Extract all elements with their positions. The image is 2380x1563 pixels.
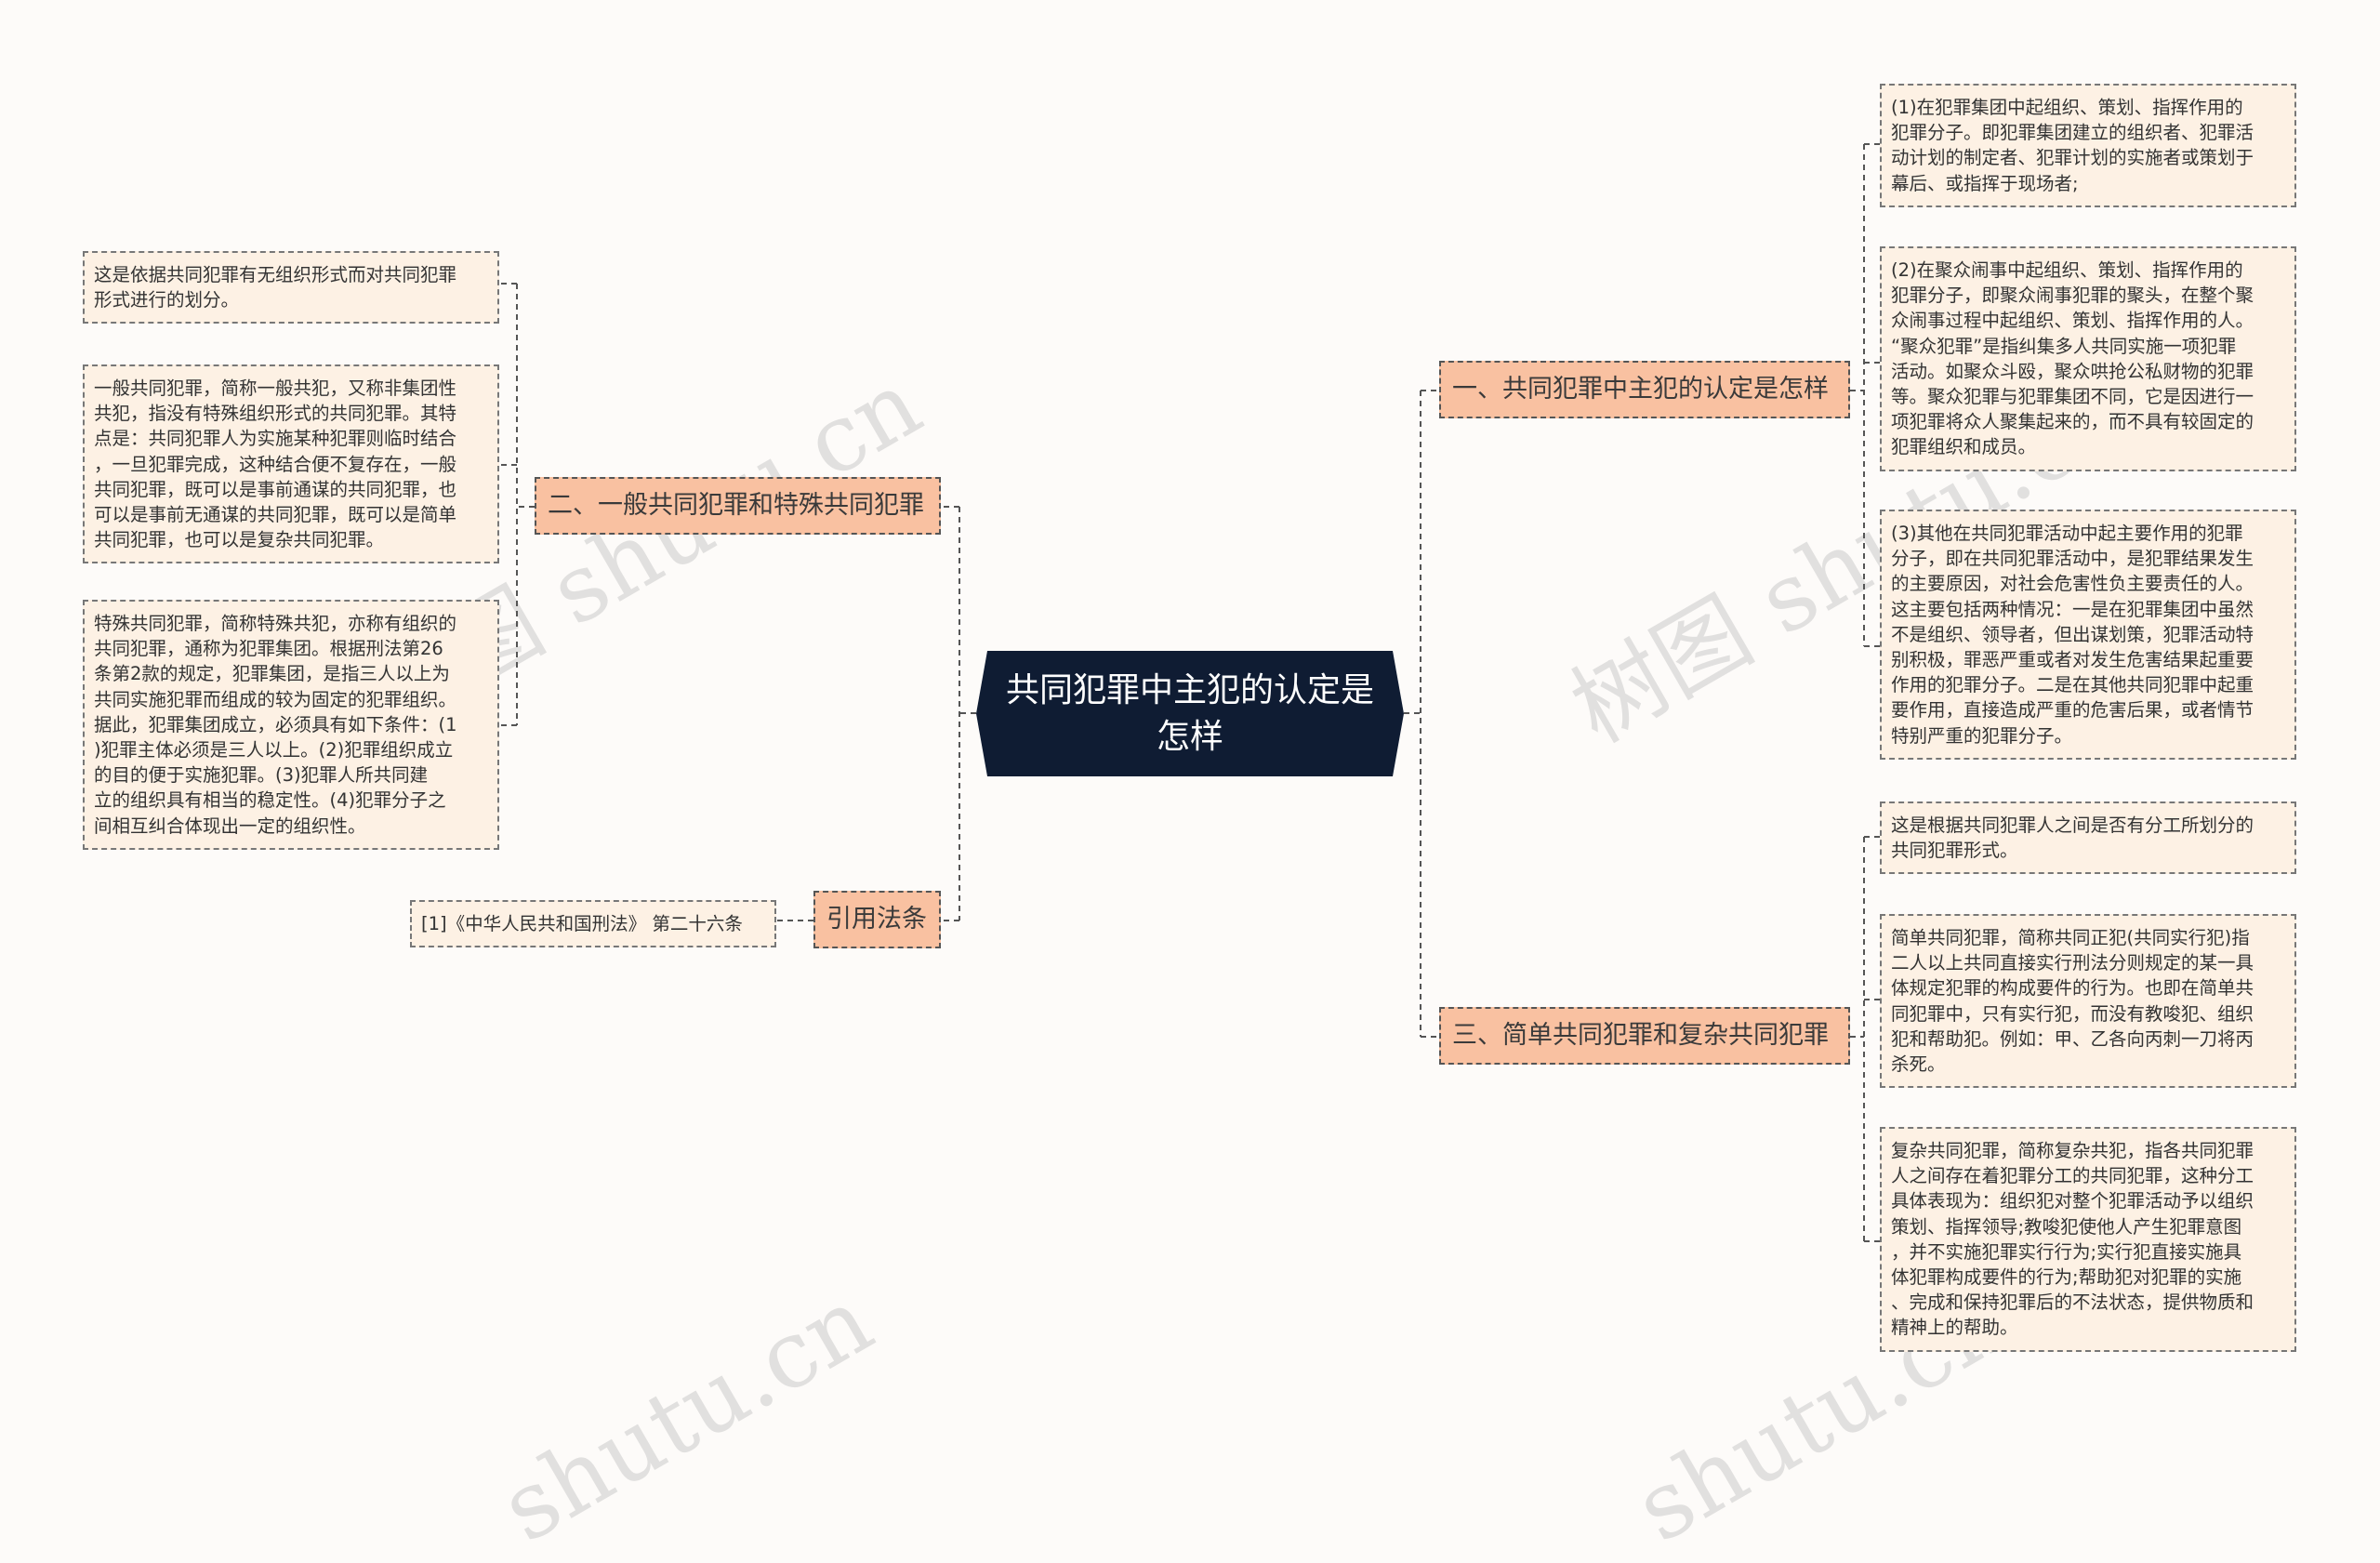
leaf-text-line: 活动。如聚众斗殴，聚众哄抢公私财物的犯罪 (1891, 360, 2254, 382)
leaf-text-line: 、完成和保持犯罪后的不法状态，提供物质和 (1891, 1291, 2254, 1314)
leaf-text-line: 犯罪分子。即犯罪集团建立的组织者、犯罪活 (1891, 122, 2254, 144)
leaf-text-line: 共同犯罪，通称为犯罪集团。根据刑法第26 (94, 638, 443, 660)
leaf-text-line: 动计划的制定者、犯罪计划的实施者或策划于 (1891, 147, 2254, 169)
leaf-text-line: 共同犯罪形式。 (1891, 840, 2018, 862)
leaf-text-line: 特殊共同犯罪，简称特殊共犯，亦称有组织的 (94, 613, 457, 634)
leaf-text-line: 体规定犯罪的构成要件的行为。也即在简单共 (1891, 977, 2254, 1000)
leaf-text-line: 一般共同犯罪，简称一般共犯，又称非集团性 (94, 378, 457, 399)
leaf-text-line: 简单共同犯罪，简称共同正犯(共同实行犯)指 (1891, 927, 2250, 948)
leaf-text-line: 形式进行的划分。 (94, 289, 240, 311)
leaf-b2-1[interactable]: 这是依据共同犯罪有无组织形式而对共同犯罪形式进行的划分。 (83, 251, 499, 325)
leaf-text-line: 的目的便于实施犯罪。(3)犯罪人所共同建 (94, 764, 429, 787)
leaf-text-line: (1)在犯罪集团中起组织、策划、指挥作用的 (1891, 97, 2243, 118)
root-title: 共同犯罪中主犯的认定是怎样 (1005, 670, 1374, 756)
branch-1[interactable]: 一、共同犯罪中主犯的认定是怎样 (1439, 361, 1850, 418)
leaf-text-line: 幕后、或指挥于现场者; (1891, 172, 2079, 194)
leaf-text-line: 间相互纠合体现出一定的组织性。 (94, 815, 366, 837)
leaf-b4-1[interactable]: [1]《中华人民共和国刑法》 第二十六条 (410, 900, 776, 948)
branch-2[interactable]: 二、一般共同犯罪和特殊共同犯罪 (535, 477, 941, 535)
leaf-text-line: 复杂共同犯罪，简称复杂共犯，指各共同犯罪 (1891, 1140, 2254, 1161)
leaf-text-line: 二人以上共同直接实行刑法分则规定的某一具 (1891, 952, 2254, 974)
leaf-text-line: ，并不实施犯罪实行行为;实行犯直接实施具 (1891, 1240, 2242, 1263)
leaf-text-line: 犯罪分子，即聚众闹事犯罪的聚头，在整个聚 (1891, 285, 2254, 307)
leaf-text-line: 据此，犯罪集团成立，必须具有如下条件：(1 (94, 713, 457, 735)
leaf-text-line: 犯罪组织和成员。 (1891, 436, 2037, 458)
leaf-b1-2[interactable]: (2)在聚众闹事中起组织、策划、指挥作用的犯罪分子，即聚众闹事犯罪的聚头，在整个… (1880, 246, 2296, 471)
root-topic[interactable]: 共同犯罪中主犯的认定是怎样 (976, 651, 1404, 776)
leaf-text-line: 同犯罪中，只有实行犯，而没有教唆犯、组织 (1891, 1002, 2254, 1025)
branch-4[interactable]: 引用法条 (813, 891, 941, 948)
leaf-text-line: 精神上的帮助。 (1891, 1317, 2018, 1339)
branch-label: 三、简单共同犯罪和复杂共同犯罪 (1452, 1021, 1829, 1050)
leaf-b2-3[interactable]: 特殊共同犯罪，简称特殊共犯，亦称有组织的共同犯罪，通称为犯罪集团。根据刑法第26… (83, 600, 499, 850)
leaf-text-line: 共犯，指没有特殊组织形式的共同犯罪。其特 (94, 403, 457, 425)
leaf-text-line: 分子，即在共同犯罪活动中，是犯罪结果发生 (1891, 548, 2254, 570)
leaf-text-line: 犯和帮助犯。例如：甲、乙各向丙刺一刀将丙 (1891, 1027, 2254, 1050)
leaf-text-line: 不是组织、领导者，但出谋划策，犯罪活动特 (1891, 623, 2254, 645)
leaf-text-line: 共同犯罪，既可以是事前通谋的共同犯罪，也 (94, 478, 457, 500)
leaf-text-line: (3)其他在共同犯罪活动中起主要作用的犯罪 (1891, 523, 2243, 544)
leaf-text-line: 这是根据共同犯罪人之间是否有分工所划分的 (1891, 815, 2254, 836)
leaf-text-line: 立的组织具有相当的稳定性。(4)犯罪分子之 (94, 789, 446, 812)
leaf-text-line: ，一旦犯罪完成，这种结合便不复存在，一般 (94, 453, 457, 475)
leaf-text-line: 这主要包括两种情况：一是在犯罪集团中虽然 (1891, 598, 2254, 620)
leaf-b1-1[interactable]: (1)在犯罪集团中起组织、策划、指挥作用的犯罪分子。即犯罪集团建立的组织者、犯罪… (1880, 84, 2296, 207)
leaf-text-line: 可以是事前无通谋的共同犯罪，既可以是简单 (94, 504, 457, 526)
leaf-text-line: 条第2款的规定，犯罪集团，是指三人以上为 (94, 663, 450, 685)
leaf-b2-2[interactable]: 一般共同犯罪，简称一般共犯，又称非集团性共犯，指没有特殊组织形式的共同犯罪。其特… (83, 364, 499, 564)
leaf-text-line: 别积极，罪恶严重或者对发生危害结果起重要 (1891, 649, 2254, 671)
connector-lines (499, 143, 1880, 1242)
leaf-text-line: 杀死。 (1891, 1053, 1946, 1076)
leaf-text-line: 具体表现为：组织犯对整个犯罪活动予以组织 (1891, 1190, 2254, 1212)
leaf-b3-3[interactable]: 复杂共同犯罪，简称复杂共犯，指各共同犯罪人之间存在着犯罪分工的共同犯罪，这种分工… (1880, 1127, 2296, 1352)
leaf-text-line: 共同实施犯罪而组成的较为固定的犯罪组织。 (94, 688, 457, 710)
leaf-b1-3[interactable]: (3)其他在共同犯罪活动中起主要作用的犯罪分子，即在共同犯罪活动中，是犯罪结果发… (1880, 510, 2296, 760)
branch-label: 引用法条 (826, 905, 927, 934)
leaf-text-line: )犯罪主体必须是三人以上。(2)犯罪组织成立 (94, 739, 454, 762)
branch-3[interactable]: 三、简单共同犯罪和复杂共同犯罪 (1439, 1007, 1850, 1065)
leaf-text: [1]《中华人民共和国刑法》 第二十六条 (421, 913, 743, 934)
leaf-text-line: 项犯罪将众人聚集起来的，而不具有较固定的 (1891, 411, 2254, 433)
leaf-text-line: 要作用，直接造成严重的危害后果，或者情节 (1891, 699, 2254, 722)
leaf-text-line: 作用的犯罪分子。二是在其他共同犯罪中起重 (1891, 674, 2254, 696)
leaf-text-line: 点是：共同犯罪人为实施某种犯罪则临时结合 (94, 428, 457, 450)
leaf-text-line: “聚众犯罪”是指纠集多人共同实施一项犯罪 (1891, 335, 2237, 357)
leaf-b3-1[interactable]: 这是根据共同犯罪人之间是否有分工所划分的共同犯罪形式。 (1880, 801, 2296, 875)
leaf-text-line: 人之间存在着犯罪分工的共同犯罪，这种分工 (1891, 1165, 2254, 1187)
leaf-text-line: 共同犯罪，也可以是复杂共同犯罪。 (94, 529, 385, 551)
leaf-b3-2[interactable]: 简单共同犯罪，简称共同正犯(共同实行犯)指二人以上共同直接实行刑法分则规定的某一… (1880, 914, 2296, 1089)
branch-label: 一、共同犯罪中主犯的认定是怎样 (1452, 375, 1829, 404)
leaf-text-line: 体犯罪构成要件的行为;帮助犯对犯罪的实施 (1891, 1266, 2242, 1289)
leaf-text-line: 众闹事过程中起组织、策划、指挥作用的人。 (1891, 310, 2254, 332)
leaf-text-line: 等。聚众犯罪与犯罪集团不同，它是因进行一 (1891, 386, 2254, 408)
branch-label: 二、一般共同犯罪和特殊共同犯罪 (548, 491, 924, 520)
leaf-text-line: 这是依据共同犯罪有无组织形式而对共同犯罪 (94, 264, 457, 285)
leaf-text-line: 的主要原因，对社会危害性负主要责任的人。 (1891, 573, 2254, 595)
leaf-text-line: 策划、指挥领导;教唆犯使他人产生犯罪意图 (1891, 1215, 2242, 1238)
leaf-text-line: (2)在聚众闹事中起组织、策划、指挥作用的 (1891, 259, 2243, 281)
leaf-text-line: 特别严重的犯罪分子。 (1891, 724, 2073, 747)
